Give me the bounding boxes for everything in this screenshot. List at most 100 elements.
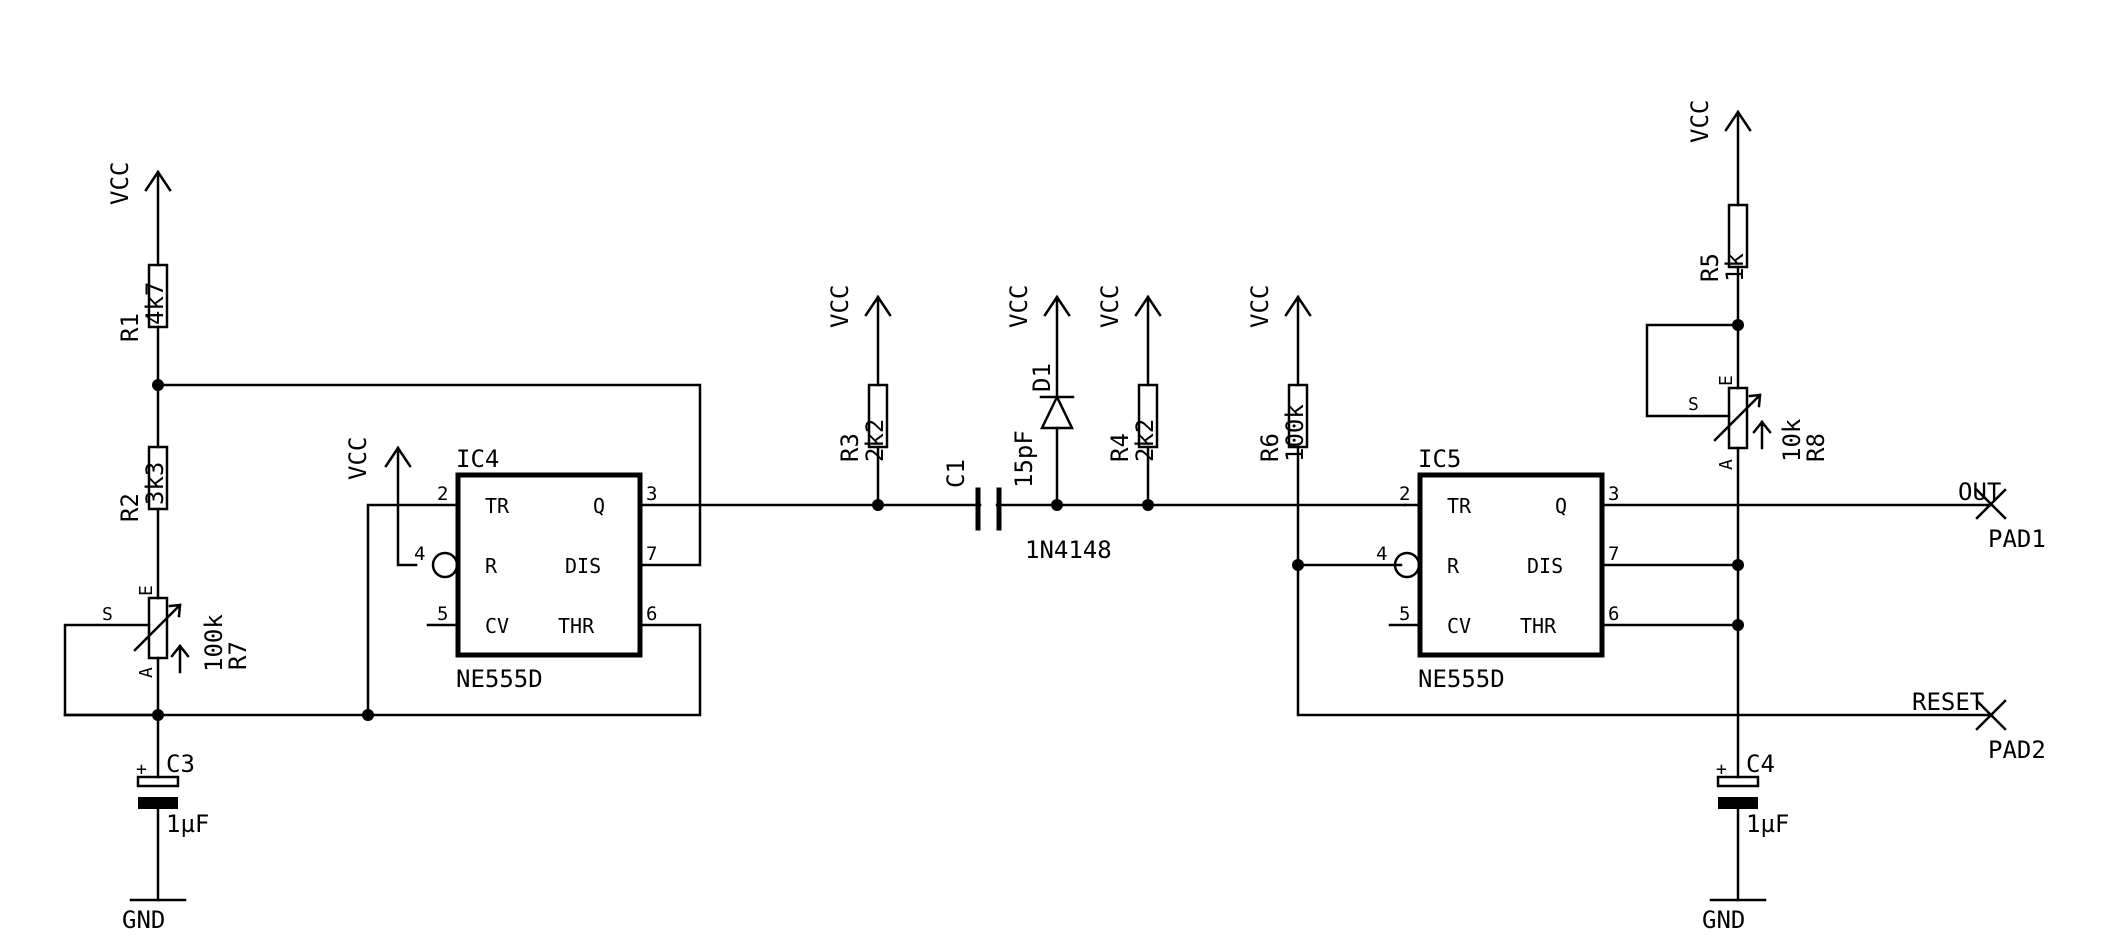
wire-top-left: [156, 383, 702, 567]
resistor-r3: VCC R3 2k2: [826, 285, 892, 507]
r6-name: R6: [1256, 433, 1284, 462]
r7-value: 100k: [200, 614, 228, 672]
r7-pin-e: E: [136, 585, 157, 596]
ic5-part: NE555D: [1418, 665, 1505, 693]
r7-name: R7: [224, 641, 252, 670]
ic5-pinnum-dis: 7: [1608, 543, 1619, 565]
r4-value: 2k2: [1131, 419, 1159, 462]
junction-r4: [1142, 499, 1154, 511]
ic5-pin-tr: TR: [1447, 494, 1472, 518]
vcc-label: VCC: [1686, 100, 1714, 143]
r3-value: 2k2: [861, 419, 889, 462]
wire-ic4-trigger: [366, 503, 460, 717]
vcc-symbol-ic4: VCC: [344, 437, 418, 567]
r2-value: 3k3: [141, 462, 169, 505]
potentiometer-r8: E S A 10k R8: [1645, 323, 1830, 470]
gnd-label: GND: [1702, 906, 1745, 934]
r6-value: 100k: [1281, 404, 1309, 462]
pad2: RESET PAD2: [1912, 688, 2046, 764]
gnd-label: GND: [122, 906, 165, 934]
ic5-pinnum-r: 4: [1376, 543, 1387, 565]
resistor-r4: VCC R4 2k2: [1096, 285, 1162, 507]
wire-bottom-left: [63, 623, 702, 717]
ic5-pin-q: Q: [1555, 494, 1567, 518]
r7-pin-a: A: [136, 667, 157, 678]
r5-value: 1k: [1721, 253, 1749, 282]
junction-thr: [1732, 619, 1744, 631]
r8-pin-a: A: [1716, 459, 1737, 470]
ic4-pin-thr: THR: [558, 614, 595, 638]
ic4-name: IC4: [456, 445, 499, 473]
pad2-net: RESET: [1912, 688, 1984, 716]
junction-dis: [1732, 559, 1744, 571]
vcc-label: VCC: [1246, 285, 1274, 328]
c4-value: 1µF: [1746, 810, 1789, 838]
ic5-pinnum-tr: 2: [1399, 483, 1410, 505]
ic4-pinnum-q: 3: [646, 483, 657, 505]
ic5-pin-thr: THR: [1520, 614, 1557, 638]
ic4-pinnum-dis: 7: [646, 543, 657, 565]
ic5-ne555: IC5 NE555D TR R CV Q DIS THR 2 4 5 3 7 6: [1376, 445, 1619, 693]
c1-name: C1: [942, 459, 970, 488]
r8-value: 10k: [1778, 418, 1806, 462]
vcc-symbol-r1: VCC: [106, 162, 172, 267]
d1-name: D1: [1028, 363, 1056, 392]
r5-name: R5: [1696, 253, 1724, 282]
pad1-net: OUT: [1958, 478, 2001, 506]
vcc-label: VCC: [106, 162, 134, 205]
c3-name: C3: [166, 750, 195, 778]
junction-d1: [1051, 499, 1063, 511]
c3-plus: +: [136, 759, 147, 780]
capacitor-c4: + C4 1µF: [1716, 750, 1789, 902]
pad1: OUT PAD1: [1958, 478, 2046, 553]
ic5-pinnum-cv: 5: [1399, 603, 1410, 625]
potentiometer-r7: E S A 100k R7: [63, 585, 252, 717]
r7-pin-s: S: [102, 604, 113, 625]
diode-d1: VCC D1 1N4148: [1005, 285, 1112, 564]
ic4-pin-tr: TR: [485, 494, 510, 518]
capacitor-c1: C1 15pF: [942, 430, 1038, 531]
ic5-pin-dis: DIS: [1527, 554, 1563, 578]
vcc-label: VCC: [1005, 285, 1033, 328]
pad1-name: PAD1: [1988, 525, 2046, 553]
c1-value: 15pF: [1010, 430, 1038, 488]
ic5-pin-cv: CV: [1447, 614, 1471, 638]
d1-value: 1N4148: [1025, 536, 1112, 564]
r4-name: R4: [1106, 433, 1134, 462]
gnd-symbol-right: GND: [1702, 898, 1767, 934]
ic4-pin-q: Q: [593, 494, 605, 518]
r3-name: R3: [836, 433, 864, 462]
ic4-pinnum-tr: 2: [437, 483, 448, 505]
r8-pin-e: E: [1716, 375, 1737, 386]
c3-value: 1µF: [166, 810, 209, 838]
r1-name: R1: [116, 313, 144, 342]
ic4-pinnum-thr: 6: [646, 603, 657, 625]
r8-pin-s: S: [1688, 394, 1699, 415]
resistor-r1: R1 4k7: [116, 263, 169, 387]
junction-r6-reset: [1292, 559, 1304, 571]
ic4-pinnum-r: 4: [414, 543, 425, 565]
pad2-name: PAD2: [1988, 736, 2046, 764]
c4-plus: +: [1716, 759, 1727, 780]
vcc-label: VCC: [1096, 285, 1124, 328]
vcc-label: VCC: [826, 285, 854, 328]
ic4-pin-cv: CV: [485, 614, 509, 638]
c4-name: C4: [1746, 750, 1775, 778]
vcc-label: VCC: [344, 437, 372, 480]
ic4-pin-r: R: [485, 554, 498, 578]
ic5-name: IC5: [1418, 445, 1461, 473]
ic5-pinnum-thr: 6: [1608, 603, 1619, 625]
ic4-part: NE555D: [456, 665, 543, 693]
r8-name: R8: [1802, 433, 1830, 462]
resistor-r6: VCC R6 100k: [1246, 285, 1994, 717]
ic4-pin-dis: DIS: [565, 554, 601, 578]
ic4-pinnum-cv: 5: [437, 603, 448, 625]
gnd-symbol-left: GND: [122, 898, 187, 934]
ic5-pinnum-q: 3: [1608, 483, 1619, 505]
ic4-ne555: IC4 NE555D TR R CV Q DIS THR 2 4 5 3 7 6: [414, 445, 657, 693]
ic5-pin-r: R: [1447, 554, 1460, 578]
r1-value: 4k7: [141, 282, 169, 325]
resistor-r5: VCC R5 1k: [1686, 100, 1752, 327]
junction-r3: [872, 499, 884, 511]
